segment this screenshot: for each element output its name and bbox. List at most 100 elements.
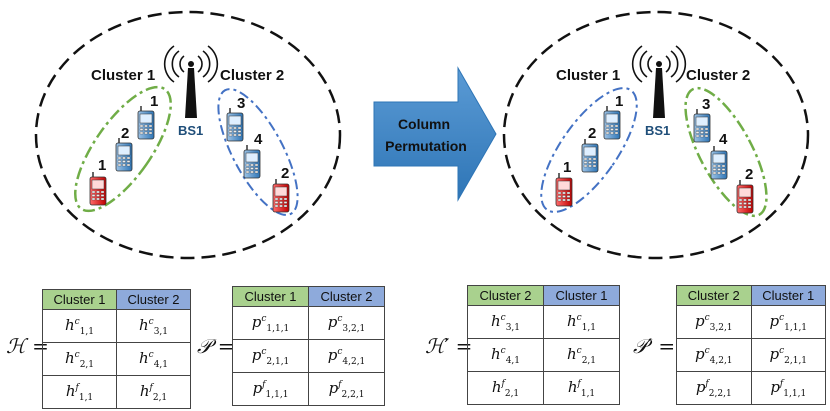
phone-icon (115, 137, 133, 172)
user-number: 2 (588, 125, 596, 142)
right-coverage-circle (502, 10, 810, 260)
user-number: 1 (98, 157, 106, 174)
cell-subscript: 2,1 (581, 355, 597, 366)
cell-subscript: 4,1 (153, 359, 169, 370)
user-number: 3 (702, 96, 710, 113)
cell-subscript: 1,1,1 (784, 322, 808, 333)
matrix-cell: pf2,2,1 (308, 372, 385, 406)
cell-superscript: c (500, 312, 506, 323)
cell-subscript: 2,1 (152, 392, 168, 403)
cell-subscript: 1,1 (79, 326, 95, 337)
bs-label: BS1 (645, 123, 670, 138)
cell-symbol: h (567, 377, 578, 396)
cell-superscript: f (501, 378, 505, 389)
P-prime-symbol: 𝒫′ = (633, 334, 676, 358)
matrix-header: Cluster 2 (308, 286, 385, 307)
cell-symbol: p (694, 344, 705, 363)
cell-symbol: p (694, 311, 705, 330)
cell-superscript: c (74, 349, 80, 360)
cell-symbol: h (64, 348, 75, 367)
P-symbol: 𝒫 = (197, 334, 235, 358)
cell-subscript: 3,2,1 (709, 322, 733, 333)
matrix-cell: pc1,1,1 (750, 305, 826, 339)
phone-icon (89, 171, 107, 206)
cell-subscript: 1,1,1 (266, 323, 290, 334)
cell-symbol: p (251, 312, 262, 331)
cell-symbol: p (328, 378, 339, 397)
cell-superscript: c (704, 345, 710, 356)
user-number: 2 (121, 125, 129, 142)
cell-subscript: 2,1,1 (784, 355, 808, 366)
user-number: 1 (563, 159, 571, 176)
matrix-cell: hf1,1 (543, 371, 620, 405)
arrow-label-line2: Permutation (385, 138, 467, 154)
cell-superscript: f (338, 379, 342, 390)
cell-symbol: p (251, 345, 262, 364)
cell-subscript: 3,2,1 (342, 323, 366, 334)
matrix-cell: hc4,1 (116, 342, 191, 376)
matrix-header: Cluster 1 (42, 289, 117, 310)
matrix-header: Cluster 2 (116, 289, 191, 310)
cell-symbol: h (566, 311, 577, 330)
cluster2-label: Cluster 2 (686, 67, 750, 84)
left-panel: BS1 Cluster 1 Cluster 2 1 2 1 3 4 2 (34, 10, 342, 260)
matrix-cell: pc4,2,1 (308, 339, 385, 373)
cell-symbol: p (769, 311, 780, 330)
user-number: 2 (281, 165, 289, 182)
cell-symbol: h (138, 348, 149, 367)
matrix-cell: pc2,1,1 (232, 339, 309, 373)
cell-subscript: 1,1,1 (783, 388, 807, 399)
cell-superscript: f (75, 382, 79, 393)
matrix-cell: hc2,1 (543, 338, 620, 372)
cluster2-boundary (217, 88, 299, 216)
user-number: 4 (719, 131, 728, 148)
matrix-cell: pf2,2,1 (676, 371, 752, 405)
base-station-icon (163, 45, 219, 119)
cell-superscript: c (704, 312, 710, 323)
phone-icon (555, 172, 573, 207)
cell-superscript: c (261, 313, 267, 324)
cell-subscript: 2,2,1 (708, 388, 732, 399)
cell-symbol: h (490, 311, 501, 330)
matrix-cell: hf2,1 (467, 371, 544, 405)
cell-symbol: h (138, 315, 149, 334)
matrix-cell: pf1,1,1 (232, 372, 309, 406)
cell-superscript: c (337, 346, 343, 357)
cell-symbol: p (769, 344, 780, 363)
cell-superscript: c (779, 345, 785, 356)
cell-symbol: p (770, 377, 780, 396)
cell-subscript: 4,2,1 (342, 356, 366, 367)
matrix-cell: pf1,1,1 (750, 371, 826, 405)
cell-superscript: f (149, 382, 153, 393)
phone-icon (272, 178, 290, 213)
cluster2-label: Cluster 2 (220, 67, 284, 84)
matrix-header: Cluster 1 (543, 285, 620, 306)
cell-subscript: 4,1 (505, 355, 521, 366)
H-prime-symbol: ℋ′ = (425, 334, 473, 358)
cell-superscript: f (779, 378, 784, 389)
matrix-cell: hf1,1 (42, 375, 117, 409)
matrix-header: Cluster 1 (750, 285, 826, 306)
cell-superscript: c (576, 312, 582, 323)
cell-superscript: c (261, 346, 267, 357)
phone-icon (710, 145, 728, 180)
cell-superscript: c (74, 316, 80, 327)
cell-superscript: f (577, 378, 581, 389)
cell-superscript: c (779, 312, 785, 323)
matrix-cell: hc2,1 (42, 342, 117, 376)
cell-symbol: p (252, 378, 263, 397)
matrix-cell: pc4,2,1 (676, 338, 752, 372)
cell-subscript: 2,1 (504, 388, 520, 399)
matrix-cell: pc3,2,1 (676, 305, 752, 339)
cell-subscript: 3,1 (153, 326, 169, 337)
matrix-header: Cluster 2 (467, 285, 544, 306)
matrix-cell: pc2,1,1 (750, 338, 826, 372)
cluster1-label: Cluster 1 (91, 67, 155, 84)
phone-icon (137, 105, 155, 140)
phone-icon (603, 105, 621, 140)
cell-superscript: c (500, 345, 506, 356)
